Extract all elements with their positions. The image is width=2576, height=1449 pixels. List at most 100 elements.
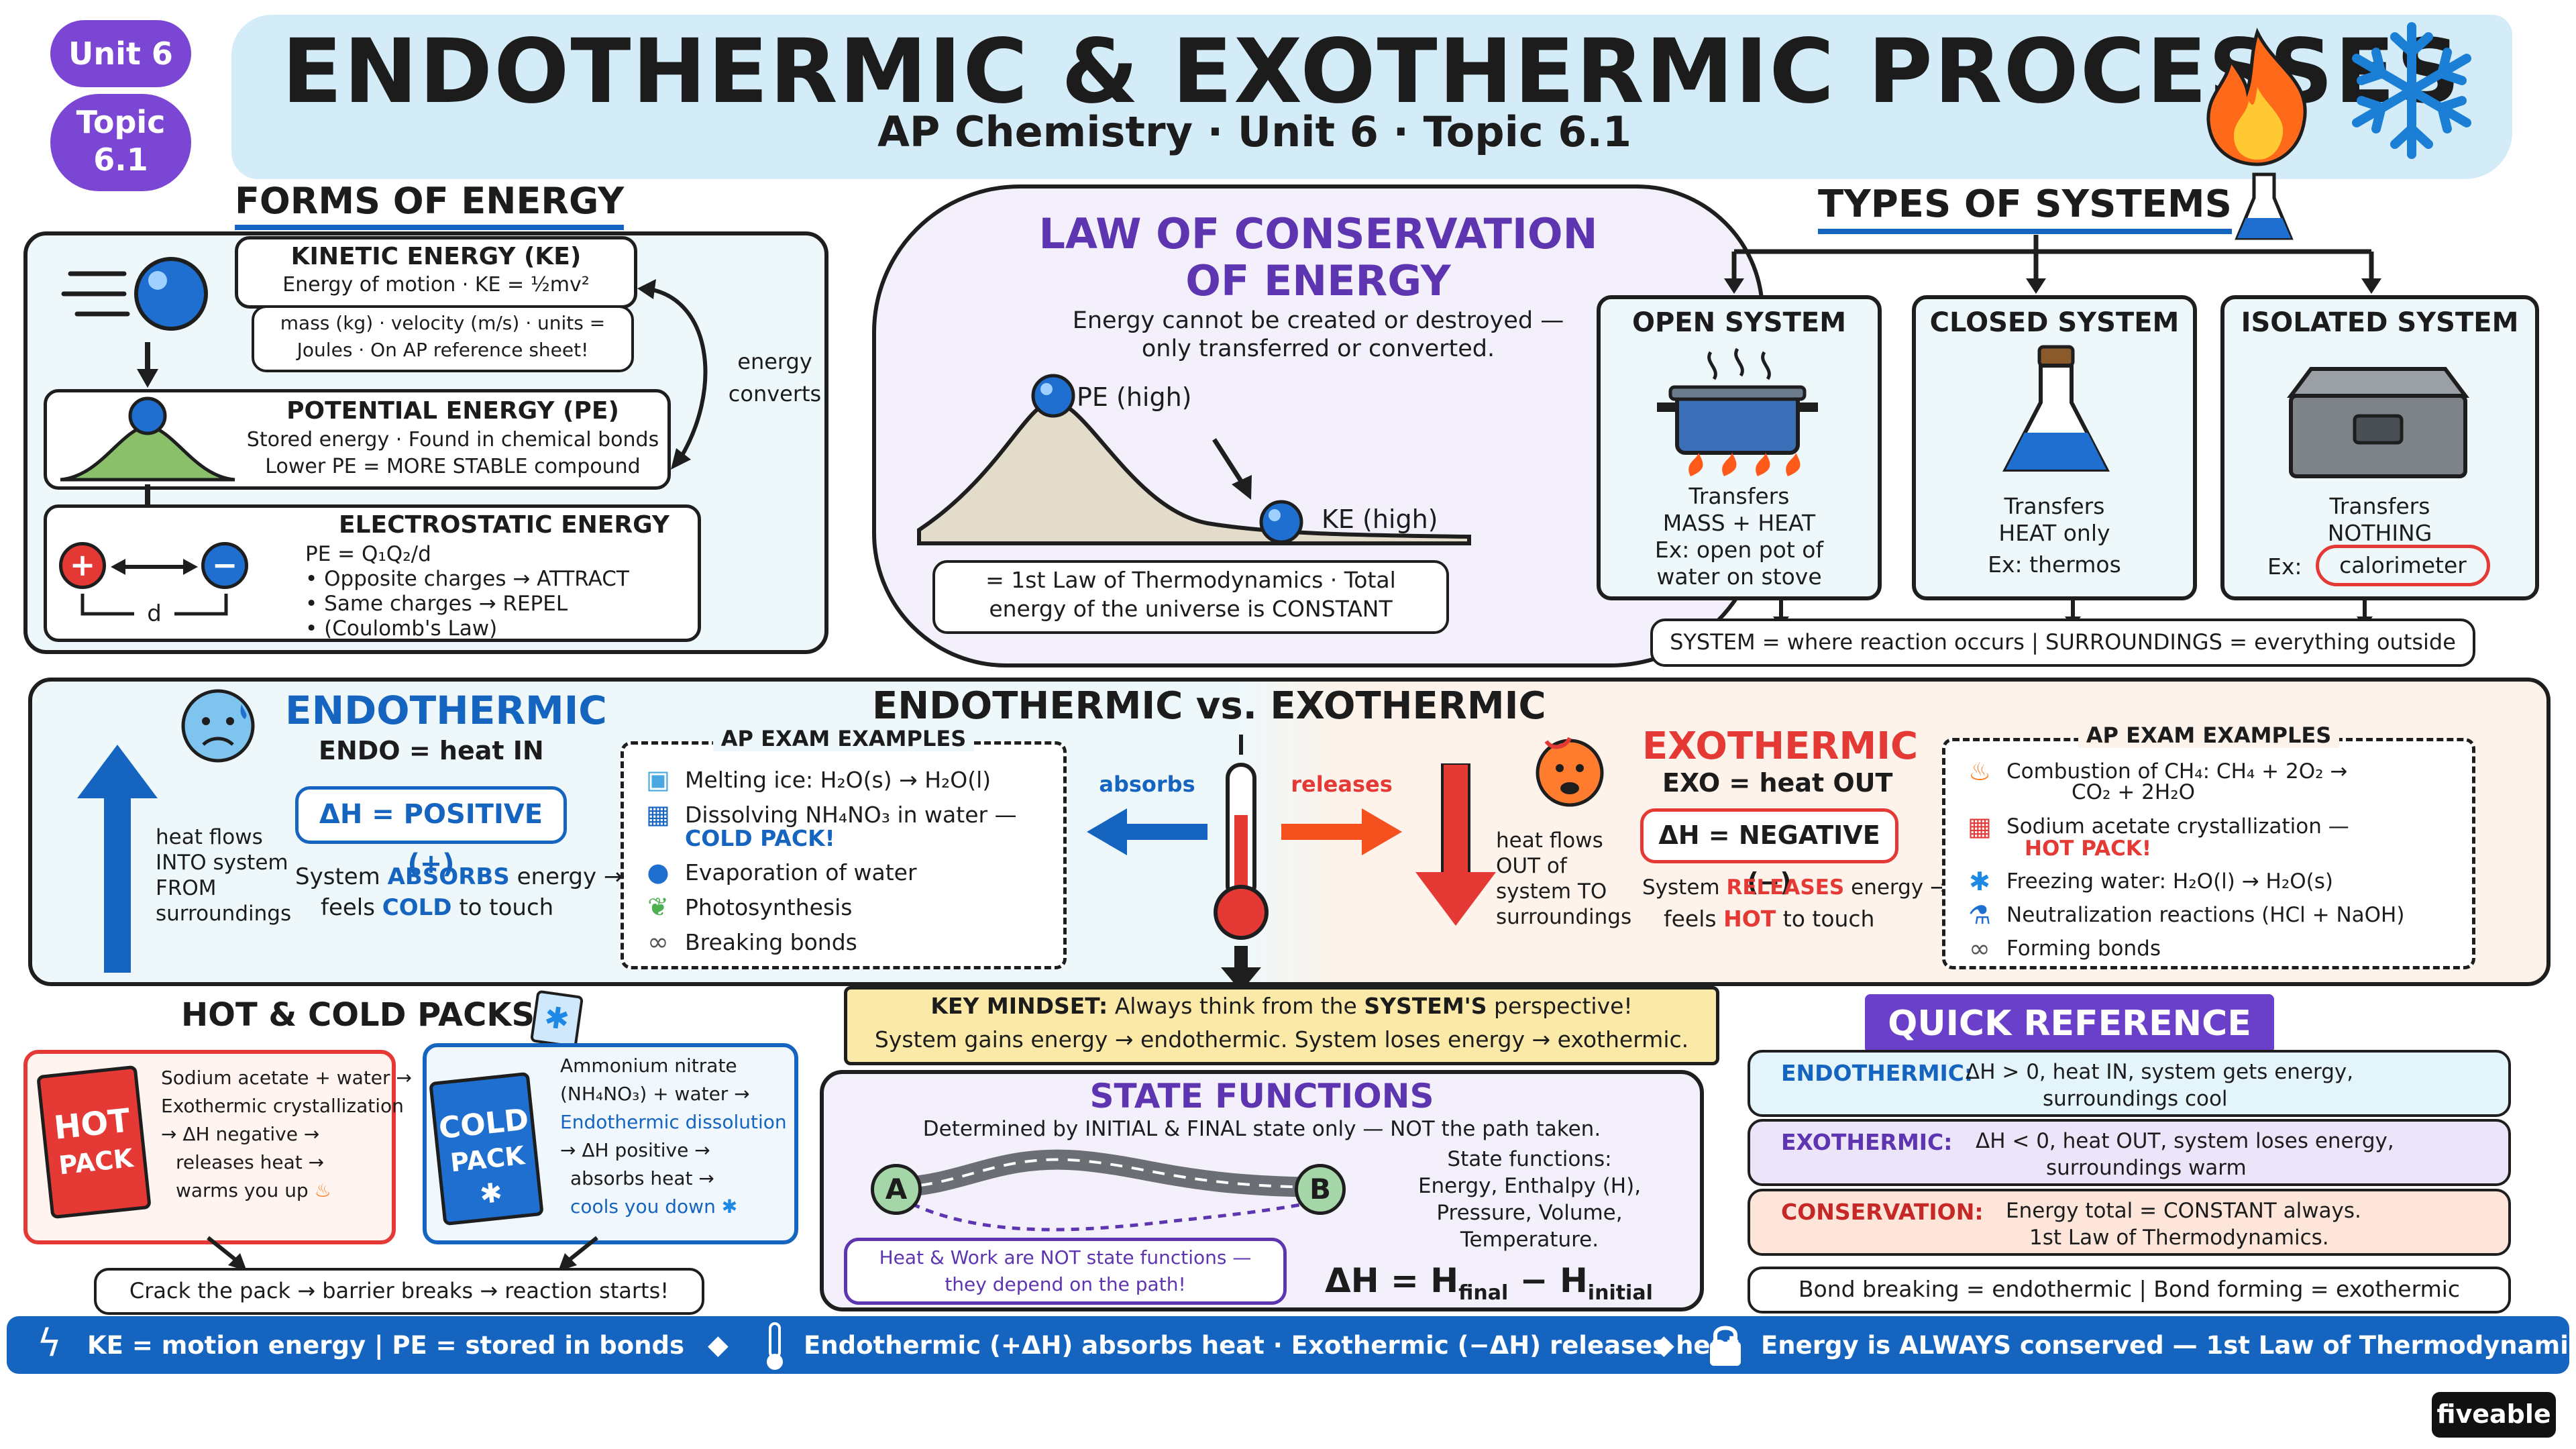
endo-flow-4: surroundings [156, 902, 292, 926]
hot-text-5-text: warms you up [176, 1179, 309, 1201]
unit-badge: Unit 6 [50, 20, 191, 87]
endo-sub: ENDO = heat IN [319, 736, 544, 765]
small-fire-icon: ♨ [314, 1179, 331, 1201]
converts-arrow [637, 279, 708, 470]
mindset-note [844, 986, 1719, 1065]
endo-flow-3: FROM [156, 876, 217, 900]
endo-example-5: ∞Breaking bonds [641, 927, 857, 957]
vs-title: ENDOTHERMIC vs. EXOTHERMIC [872, 684, 1546, 728]
closed-system-title: CLOSED SYSTEM [1929, 307, 2180, 338]
state-list-1: State functions: [1447, 1147, 1612, 1171]
snowflake-small-icon: ✱ [1969, 867, 1990, 896]
systems-tree-arrows [1724, 235, 2381, 294]
state-note [844, 1238, 1287, 1305]
quick-cons-key: CONSERVATION: [1781, 1199, 1984, 1225]
releases-arrow [1281, 808, 1402, 855]
footer-seg-3: Energy is ALWAYS conserved — 1st Law of … [1761, 1331, 2576, 1360]
packs-title: HOT & COLD PACKS [181, 996, 535, 1034]
exo-example-5-text: Forming bonds [2006, 936, 2161, 961]
ice-cube-icon: ▣ [646, 765, 670, 794]
cold-text-6: cools you down ✱ [570, 1195, 737, 1218]
cold-text-2: (NH₄NO₃) + water → [560, 1083, 750, 1105]
endo-flow-1: heat flows [156, 825, 263, 849]
topic-badge-text: Topic 6.1 [76, 104, 166, 178]
exo-example-2-text: Sodium acetate crystallization — [2006, 814, 2349, 839]
eq-minus: − H [1508, 1261, 1588, 1300]
quick-exo-row [1748, 1119, 2511, 1186]
bond-summary: Bond breaking = endothermic | Bond formi… [1748, 1267, 2511, 1313]
quick-endo-key: ENDOTHERMIC: [1781, 1060, 1974, 1086]
double-arrow-icon [111, 559, 198, 575]
exo-example-1: ♨Combustion of CH₄: CH₄ + 2O₂ → [1962, 757, 2347, 786]
chain-icon-2: ∞ [1969, 934, 1990, 963]
exo-example-1-text: Combustion of CH₄: CH₄ + 2O₂ → [2006, 759, 2348, 784]
absorbs-label: absorbs [1099, 771, 1195, 797]
mindset-label: KEY MINDSET: [930, 993, 1108, 1019]
exo-example-3: ✱Freezing water: H₂O(l) → H₂O(s) [1962, 867, 2333, 896]
endo-s2c: to touch [451, 894, 554, 921]
moving-ball-icon [61, 257, 208, 331]
endo-example-4: ❦ Photosynthesis [641, 892, 852, 922]
path-diagram [889, 1149, 1345, 1232]
exo-example-4: ⚗Neutralization reactions (HCl + NaOH) [1962, 900, 2404, 930]
endo-title: ENDOTHERMIC [285, 688, 607, 733]
lock-icon [1710, 1326, 1741, 1366]
exo-dh-box: ΔH = NEGATIVE (−) [1640, 808, 1898, 897]
state-a-node: A [871, 1164, 922, 1215]
mindset-down-arrow [1221, 946, 1261, 991]
down-arrow-icon [137, 342, 158, 388]
endo-s2b: COLD [382, 894, 452, 921]
endo-s1b: ABSORBS [387, 863, 510, 890]
forms-title: FORMS OF ENERGY [235, 180, 625, 230]
ke-title: KINETIC ENERGY (KE) [290, 243, 582, 270]
systems-title-text: TYPES OF SYSTEMS [1818, 182, 2232, 234]
leaf-icon: ❦ [647, 892, 669, 922]
state-equation: ΔH = Hfinal − Hinitial [1325, 1261, 1653, 1305]
hot-text-1: Sodium acetate + water → [161, 1067, 412, 1089]
open-system-card [1597, 295, 1882, 600]
footer-diamond-2: ◆ [1654, 1330, 1674, 1360]
exo-example-5: ∞ Forming bonds [1962, 934, 2161, 963]
hot-pack-icon: ▦ [1968, 812, 1992, 841]
endo-examples-title: AP EXAM EXAMPLES [621, 726, 1067, 751]
endo-example-1: ▣Melting ice: H₂O(s) → H₂O(l) [641, 765, 991, 794]
state-list-2: Energy, Enthalpy (H), [1417, 1174, 1642, 1198]
converts-label-2: converts [728, 381, 822, 407]
exo-s1c: energy → [1844, 875, 1947, 900]
open-system-title: OPEN SYSTEM [1631, 307, 1847, 338]
insulated-box-icon [2287, 367, 2469, 478]
law-desc-2: only transferred or converted. [1141, 335, 1495, 362]
exo-example-2: ▦ Sodium acetate crystallization — [1962, 812, 2349, 841]
cold-text-1: Ammonium nitrate [560, 1055, 737, 1077]
negative-charge-icon: − [201, 542, 248, 589]
hot-text-5: warms you up ♨ [176, 1179, 331, 1201]
energy-hill-diagram [917, 374, 1471, 545]
open-l3: Ex: open pot of [1654, 537, 1824, 563]
pe-high-label: PE (high) [1077, 382, 1192, 412]
isolated-l2: NOTHING [2327, 520, 2432, 546]
law-box-line-1: = 1st Law of Thermodynamics · Total [985, 567, 1396, 593]
eq-final: final [1458, 1281, 1509, 1305]
positive-charge-icon: + [59, 542, 106, 589]
endo-example-3: ●Evaporation of water [641, 857, 916, 887]
law-box-line-2: energy of the universe is CONSTANT [989, 596, 1393, 622]
hot-text-2: Exothermic crystallization [161, 1095, 404, 1117]
law-box [932, 560, 1449, 634]
pe-line-1: Stored energy · Found in chemical bonds [246, 428, 659, 451]
header-banner [231, 15, 2512, 179]
endo-example-5-text: Breaking bonds [685, 928, 857, 955]
ke-high-label: KE (high) [1322, 504, 1438, 534]
es-bullet-1: • Opposite charges → ATTRACT [305, 567, 629, 591]
endo-example-4-text: Photosynthesis [685, 894, 853, 920]
exo-flow-3: system TO [1496, 879, 1607, 904]
systems-title: TYPES OF SYSTEMS [1818, 182, 2232, 234]
exo-statement-2: feels HOT to touch [1664, 906, 1874, 932]
exo-example-2b: HOT PACK! [2025, 837, 2152, 861]
stoppered-flask-icon [2002, 345, 2110, 472]
calorimeter-circle: calorimeter [2316, 545, 2490, 586]
beaker-icon: ⚗ [1968, 900, 1992, 930]
open-l2: MASS + HEAT [1662, 510, 1816, 536]
quick-exo-v2: surroundings warm [2046, 1156, 2247, 1180]
footer-seg-1: KE = motion energy | PE = stored in bond… [87, 1331, 685, 1360]
water-drop-icon: ● [647, 857, 669, 887]
